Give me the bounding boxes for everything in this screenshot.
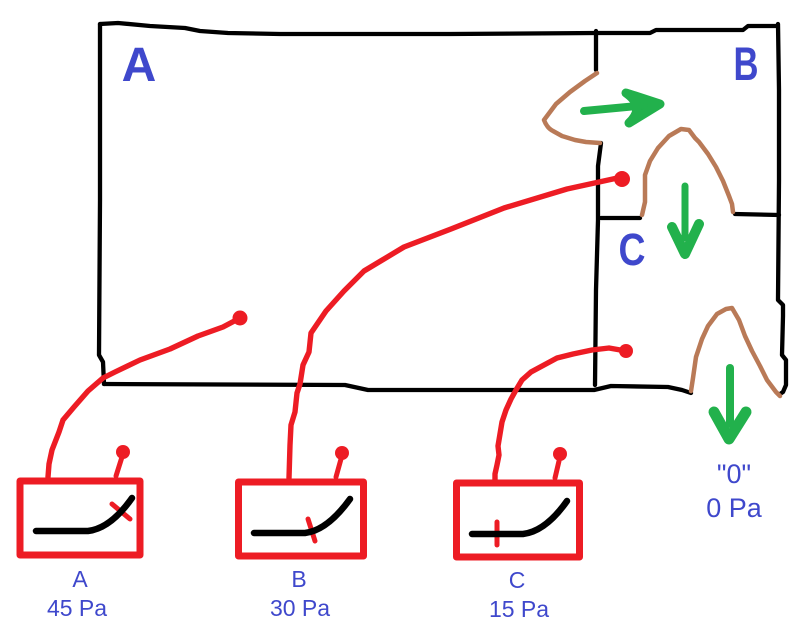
svg-text:45 Pa: 45 Pa	[47, 595, 107, 621]
svg-text:C: C	[619, 224, 646, 275]
svg-text:"0": "0"	[717, 459, 751, 489]
svg-text:C: C	[509, 567, 526, 593]
svg-text:A: A	[72, 566, 88, 592]
svg-text:30 Pa: 30 Pa	[270, 595, 330, 621]
svg-text:B: B	[734, 37, 759, 90]
svg-text:A: A	[122, 39, 157, 92]
svg-text:15 Pa: 15 Pa	[489, 596, 549, 622]
svg-text:B: B	[291, 566, 306, 592]
svg-text:0 Pa: 0 Pa	[706, 493, 763, 523]
